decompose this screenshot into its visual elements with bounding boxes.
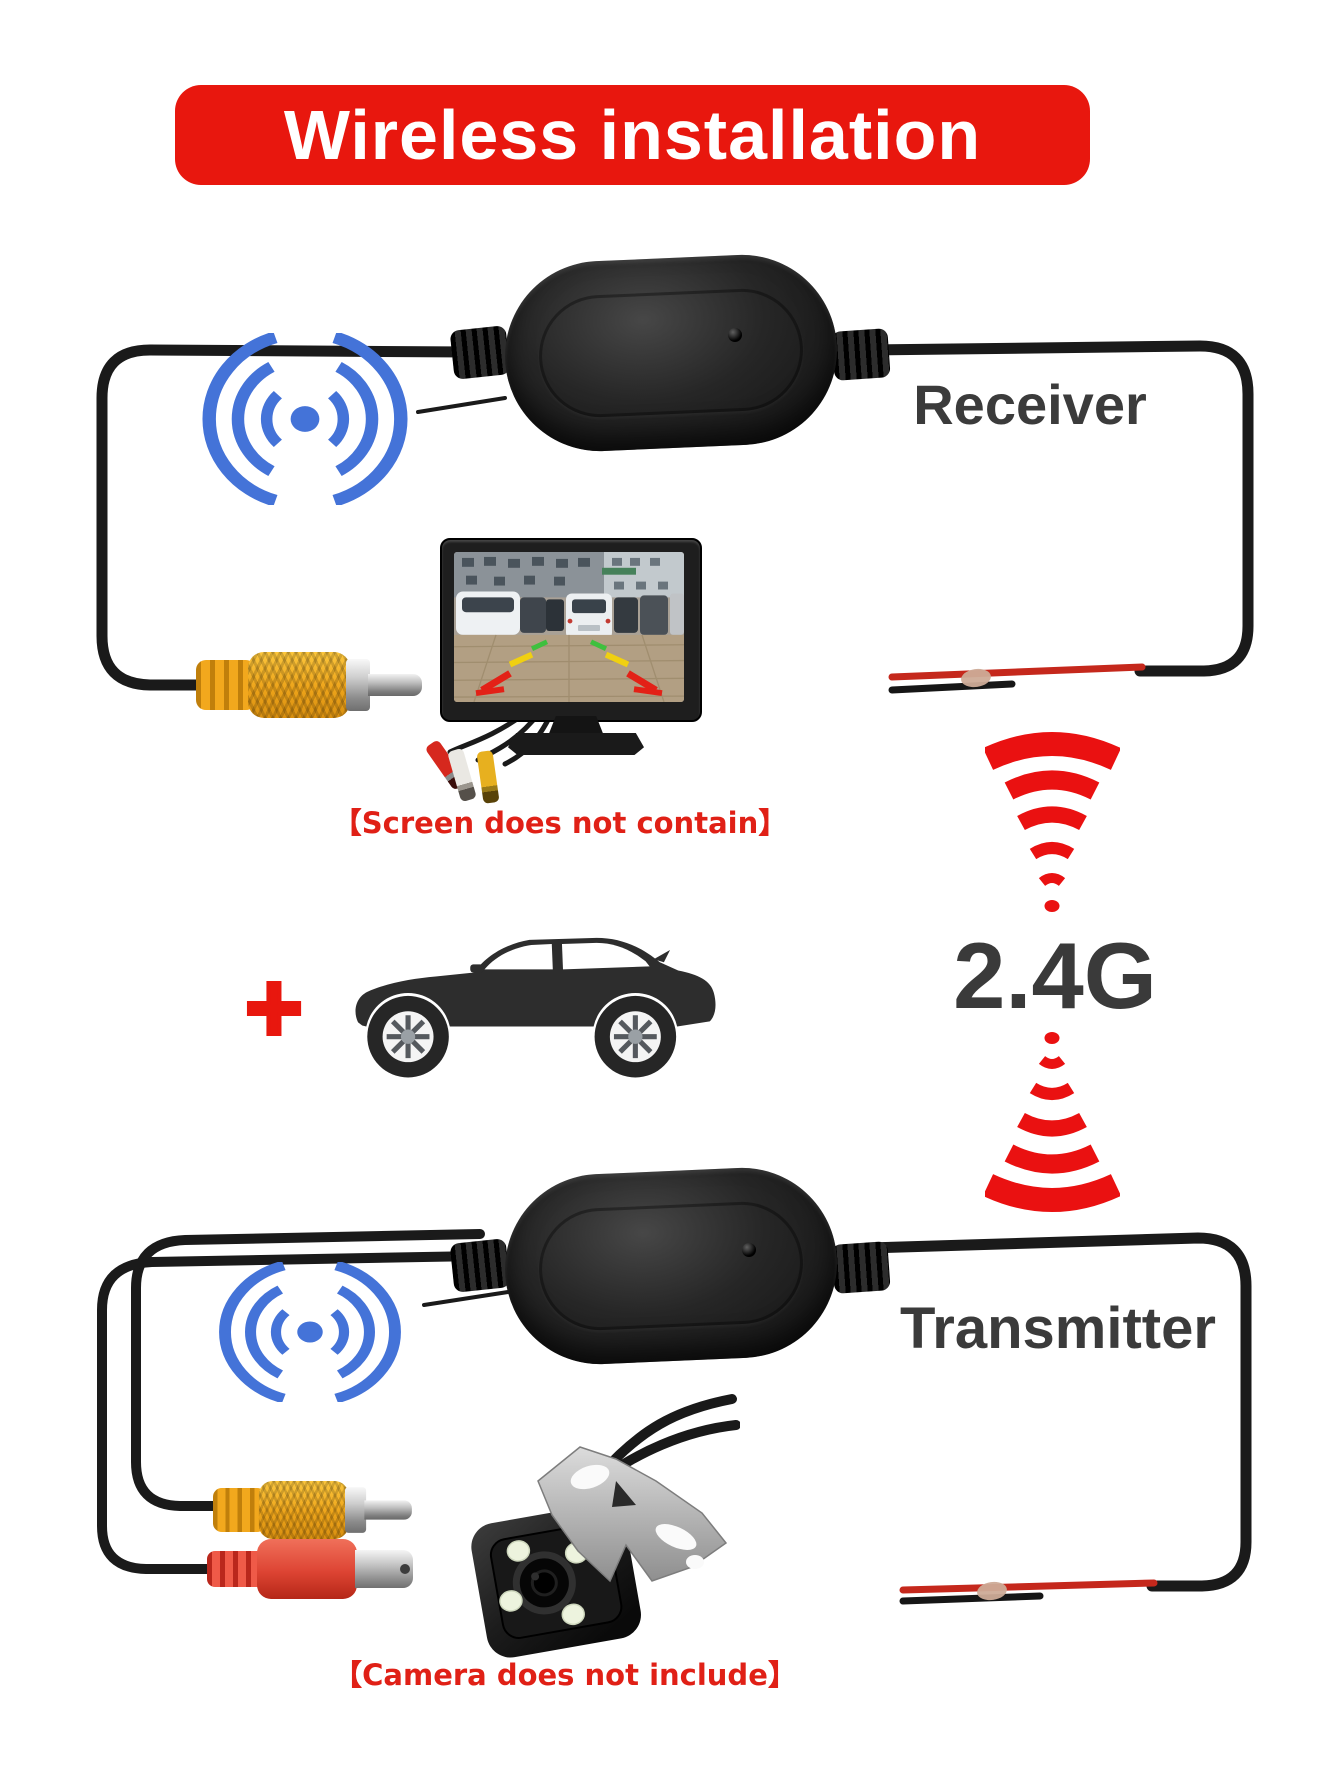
- monitor-stand-neck: [548, 716, 604, 736]
- receiver-module: [448, 250, 893, 456]
- rca-strain-relief: [213, 1488, 266, 1532]
- rca-metal-ring: [346, 659, 370, 711]
- cable-boot: [449, 1238, 511, 1293]
- car-wheel: [594, 995, 677, 1078]
- receiver-body: [501, 250, 841, 456]
- car-wheel: [367, 995, 449, 1078]
- receiver-video-cable: [96, 344, 476, 691]
- power-wire-black: [899, 1592, 1044, 1605]
- rca-pin: [368, 674, 422, 696]
- camera-note: 【Camera does not include】: [333, 1658, 797, 1692]
- camera-bracket: [537, 1446, 728, 1583]
- rca-metal-ring: [345, 1487, 367, 1533]
- power-wire-black: [888, 680, 1016, 694]
- transmitter-body: [501, 1163, 841, 1369]
- receiver-label: Receiver: [913, 373, 1147, 436]
- wifi-signal-icon: [202, 333, 408, 505]
- receiver-antenna-wire: [416, 396, 507, 414]
- screen-note: 【Screen does not contain】: [332, 806, 788, 840]
- rear-camera: [471, 1394, 740, 1658]
- dc-power-connector: [207, 1539, 413, 1599]
- transmitter-led-hole: [742, 1243, 756, 1257]
- transmitter-label: Transmitter: [900, 1296, 1216, 1361]
- radio-waves-up-icon: [985, 1032, 1120, 1212]
- power-wire-red: [899, 1579, 1158, 1594]
- rca-strain-relief: [196, 660, 256, 710]
- cable-boot: [449, 325, 511, 380]
- power-wire-red: [888, 663, 1146, 681]
- transmitter-dc-cable: [97, 1251, 485, 1574]
- plus-icon: +: [243, 950, 305, 1066]
- transmitter-antenna-wire: [422, 1290, 510, 1307]
- wire-splice: [977, 1581, 1007, 1601]
- receiver-led-hole: [728, 328, 742, 342]
- wire-splice: [961, 668, 991, 688]
- rear-view-scene: [454, 552, 684, 702]
- rca-body: [248, 652, 350, 718]
- radio-waves-down-icon: [985, 732, 1120, 912]
- monitor-screen: [454, 552, 684, 702]
- page-title: Wireless installation: [283, 96, 982, 174]
- transmitter-video-cable: [131, 1229, 485, 1511]
- transmitter-module: [448, 1163, 893, 1369]
- car-silhouette: [355, 937, 716, 1078]
- dc-metal-barrel: [355, 1550, 413, 1588]
- cable-boot: [831, 1241, 891, 1294]
- rca-pin: [364, 1500, 412, 1520]
- transmitter-power-cable: [862, 1232, 1252, 1592]
- dc-tip-hole: [400, 1564, 410, 1574]
- title-banner: Wireless installation: [175, 85, 1090, 185]
- monitor-stand-base: [508, 733, 644, 755]
- rca-body: [258, 1480, 349, 1540]
- monitor: [440, 538, 702, 722]
- rca-connector-yellow: [196, 652, 422, 718]
- receiver-power-cable: [862, 340, 1254, 677]
- rca-connector-yellow: [213, 1480, 412, 1540]
- wifi-signal-icon: [219, 1262, 401, 1402]
- dc-body: [257, 1539, 357, 1599]
- frequency-label: 2.4G: [953, 923, 1157, 1028]
- dc-strain-relief: [207, 1551, 265, 1587]
